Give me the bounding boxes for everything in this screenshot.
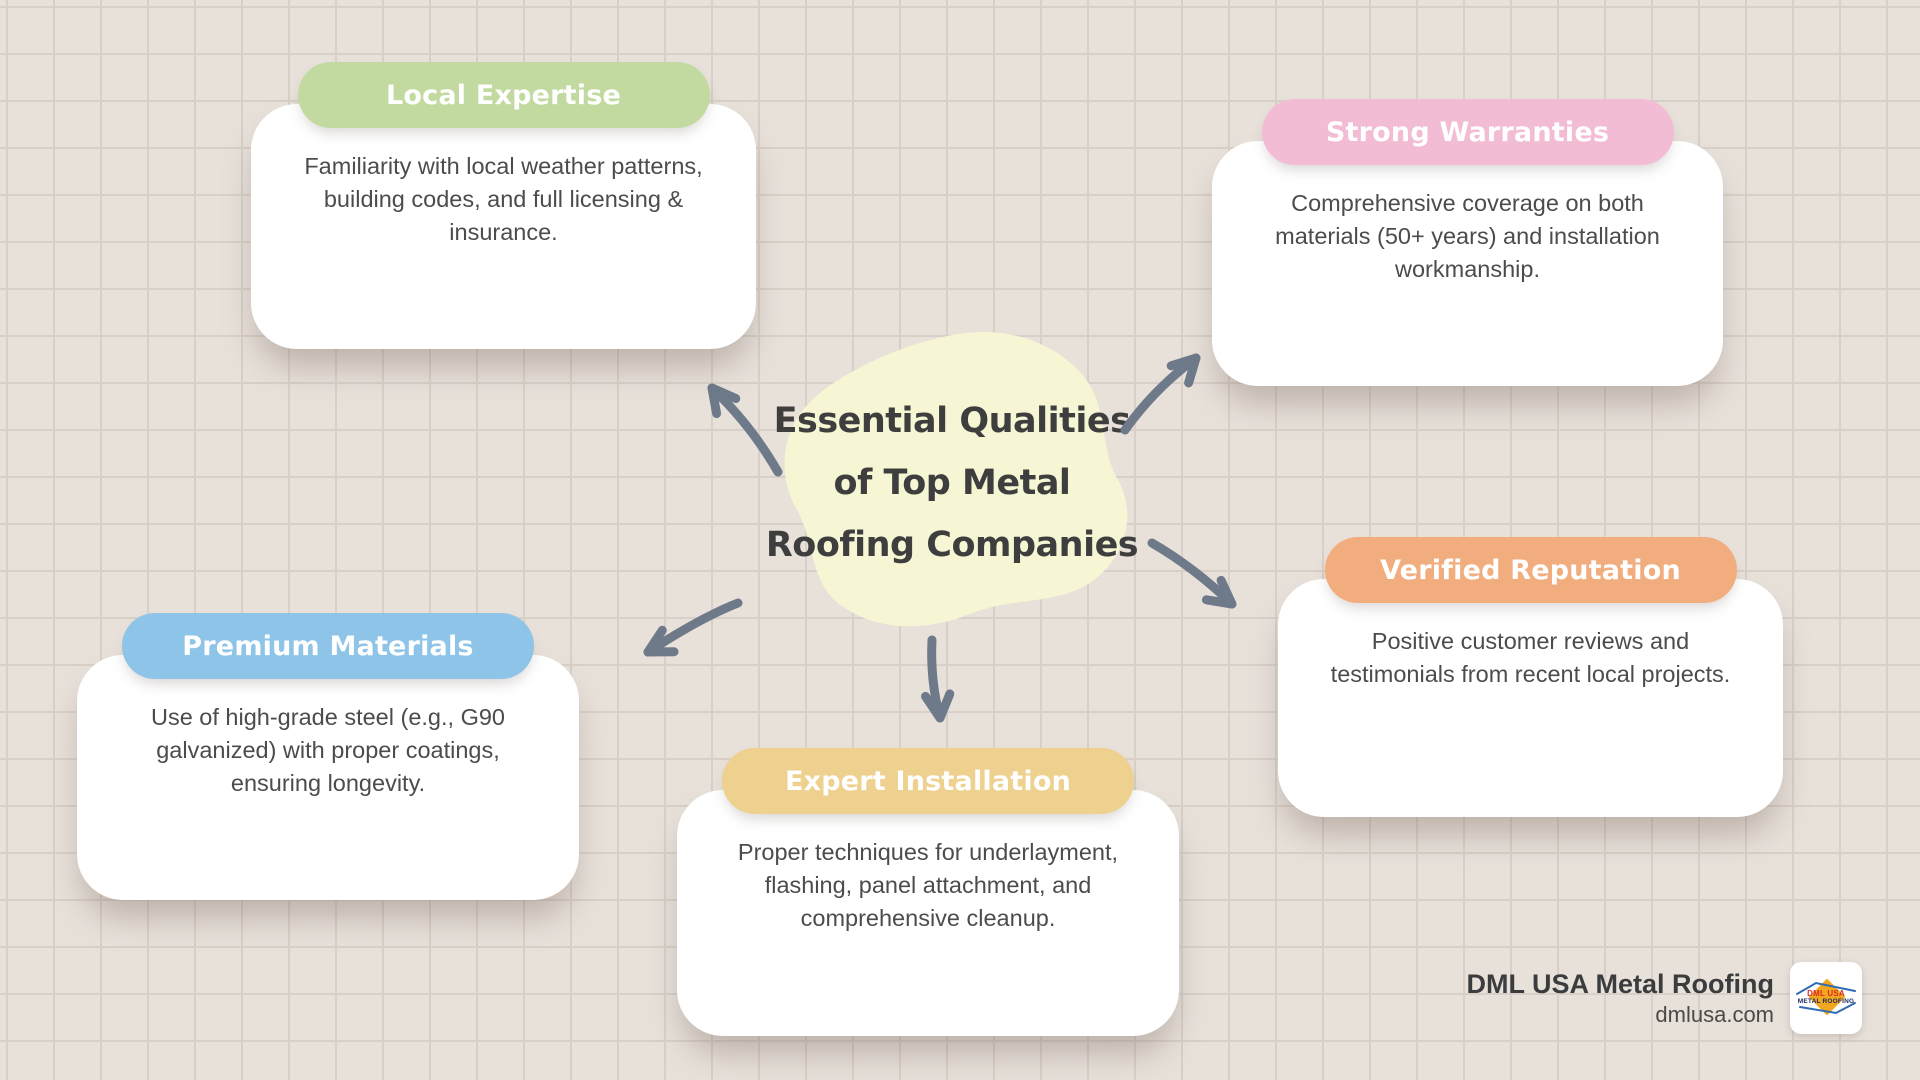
node-label-strong-warranties: Strong Warranties [1325,116,1610,148]
node-text-premium-materials: Use of high-grade steel (e.g., G90 galva… [150,704,505,796]
blob-shape-icon [784,331,1128,627]
central-topic-title: Essential Qualities of Top Metal Roofing… [765,401,1139,565]
arrow-to-verified-reputation-icon [1147,538,1237,609]
logo-roofline-icon [1796,981,1856,1015]
footer-branding: DML USA Metal Roofing dmlusa.com DML USA… [1467,962,1862,1034]
node-text-strong-warranties: Comprehensive coverage on both materials… [1275,190,1660,282]
node-card-verified-reputation: Verified Reputation Positive customer re… [1278,537,1783,817]
node-card-local-expertise: Local Expertise Familiarity with local w… [251,62,756,349]
node-card-premium-materials: Premium Materials Use of high-grade stee… [77,613,579,900]
logo-text-line1: DML USA [1807,989,1845,998]
logo-text-line2: METAL ROOFING [1797,998,1855,1005]
node-pill-local-expertise: Local Expertise [297,62,710,128]
node-pill-expert-installation: Expert Installation [722,748,1134,814]
website-url: dmlusa.com [1655,1002,1774,1027]
node-label-local-expertise: Local Expertise [386,79,621,111]
node-pill-premium-materials: Premium Materials [122,613,534,679]
central-topic: Essential Qualities of Top Metal Roofing… [762,328,1142,638]
node-pill-strong-warranties: Strong Warranties [1261,99,1674,165]
footer-text: DML USA Metal Roofing dmlusa.com [1467,967,1774,1029]
node-label-verified-reputation: Verified Reputation [1380,554,1681,586]
node-card-strong-warranties: Strong Warranties Comprehensive coverage… [1212,99,1723,386]
node-card-expert-installation: Expert Installation Proper techniques fo… [677,748,1179,1036]
company-logo: DML USA METAL ROOFING [1790,962,1862,1034]
node-text-expert-installation: Proper techniques for underlayment, flas… [737,839,1119,931]
arrow-to-expert-installation-icon [921,635,955,723]
arrow-to-premium-materials-icon [643,598,743,657]
company-name: DML USA Metal Roofing [1466,969,1774,999]
node-pill-verified-reputation: Verified Reputation [1324,537,1737,603]
node-label-expert-installation: Expert Installation [784,765,1072,797]
node-label-premium-materials: Premium Materials [182,630,474,662]
node-text-local-expertise: Familiarity with local weather patterns,… [304,153,703,245]
node-text-verified-reputation: Positive customer reviews and testimonia… [1330,628,1731,687]
